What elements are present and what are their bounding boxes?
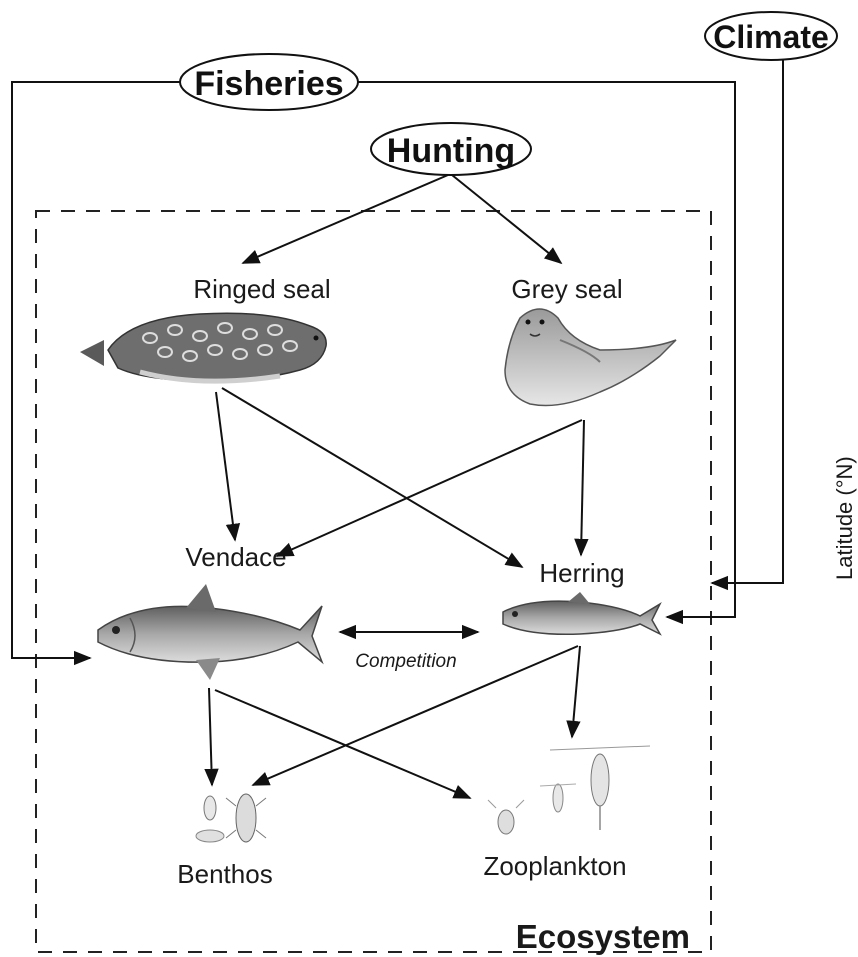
vendace-to-benthos-arrow [209, 688, 212, 785]
ringed-seal-label: Ringed seal [193, 274, 330, 304]
zooplankton-label: Zooplankton [483, 851, 626, 881]
ecosystem-label: Ecosystem [516, 918, 690, 955]
side-axis-label: Latitude (°N) [832, 456, 857, 580]
herring-label: Herring [539, 558, 624, 588]
ringed-seal-to-vendace-arrow [216, 392, 235, 540]
ringed-seal-to-herring-arrow [222, 388, 522, 567]
competition-label: Competition [355, 651, 456, 672]
fisheries-label: Fisheries [194, 65, 343, 103]
grey-seal-label: Grey seal [511, 274, 622, 304]
herring-to-zooplankton-arrow [572, 646, 580, 737]
climate-label: Climate [713, 19, 829, 55]
benthos-label: Benthos [177, 859, 272, 889]
zooplankton-image [488, 746, 650, 834]
ringed-seal-image [80, 313, 326, 381]
hunting-to-grey-seal-arrow [452, 175, 561, 263]
grey-seal-to-vendace-arrow [277, 420, 582, 556]
grey-seal-image [505, 309, 676, 406]
climate-link [712, 60, 783, 583]
grey-seal-to-herring-arrow [581, 420, 584, 555]
vendace-label: Vendace [185, 542, 286, 572]
hunting-label: Hunting [387, 132, 515, 170]
vendace-to-zooplankton-arrow [215, 690, 470, 798]
hunting-to-ringed-seal-arrow [243, 175, 448, 263]
benthos-image [196, 794, 266, 842]
herring-image [503, 592, 660, 634]
vendace-image [98, 584, 322, 680]
